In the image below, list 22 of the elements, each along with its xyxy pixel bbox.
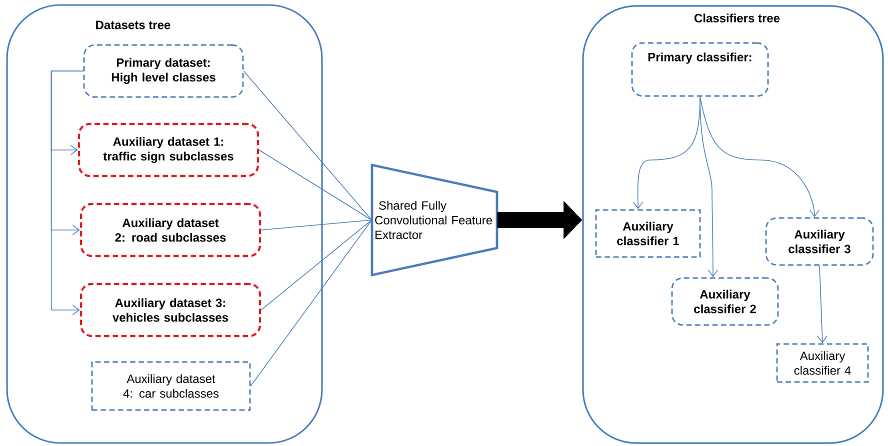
arrow <box>700 96 820 218</box>
dataset-box: Auxiliary dataset 3: vehicles subclasses <box>80 282 262 338</box>
panel-heading: Classifiers tree <box>694 14 780 22</box>
classifier-box: Auxiliary classifier 3 <box>765 217 874 266</box>
dataset-box: Auxiliary dataset 1: traffic sign subclasses <box>78 122 260 178</box>
classifier-box: Auxiliary classifier 2 <box>671 277 779 326</box>
panel-heading: Datasets tree <box>96 20 170 30</box>
arrow <box>50 70 84 316</box>
dataset-box: Primary dataset: High level classes <box>83 44 244 98</box>
dataset-box: Auxiliary dataset 2: road subclasses <box>80 202 262 258</box>
connector-line <box>243 70 372 220</box>
connector-line <box>258 150 372 220</box>
classifier-box: Primary classifier: <box>631 42 769 97</box>
connector-line <box>250 220 372 386</box>
classifier-box: Auxiliary classifier 1 <box>595 209 701 258</box>
classifier-box: Auxiliary classifier 4 <box>776 343 869 383</box>
dataset-box: Auxiliary dataset 4: car subclasses <box>91 361 251 411</box>
arrow <box>700 96 718 278</box>
connector-line <box>260 220 372 230</box>
arrow <box>817 265 828 344</box>
connector-line <box>260 220 372 310</box>
extractor-trapezoid: Shared Fully Convolutional Feature Extractor <box>370 164 498 276</box>
